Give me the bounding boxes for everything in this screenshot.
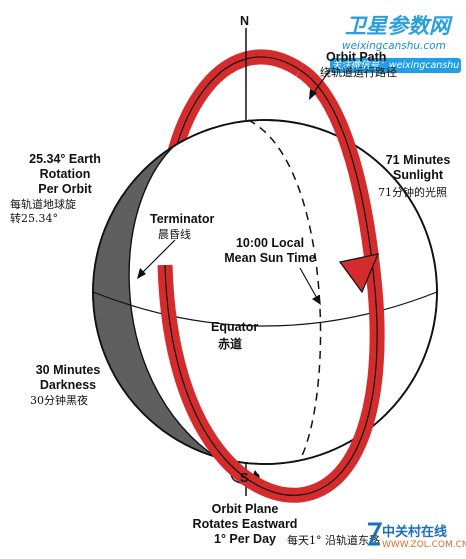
earth-rotation-label: 25.34° Earth Rotation Per Orbit	[29, 152, 101, 196]
earth-rotation-label-cn: 每轨道地球旋 转25.34°	[10, 198, 76, 225]
terminator-pointer	[139, 239, 176, 276]
sunlight-label: 71 Minutes Sunlight	[385, 153, 451, 182]
equator-label-cn: 赤道	[218, 337, 243, 351]
south-label: S	[240, 471, 249, 485]
orbit-path-pointer	[311, 69, 331, 96]
terminator-label-cn: 晨昏线	[158, 228, 191, 241]
equator-line	[92, 291, 438, 327]
darkness-label-cn: 30分钟黑夜	[30, 394, 88, 407]
orbit-direction-arrow	[338, 253, 379, 294]
sunlight-label-cn: 71分钟的光照	[378, 186, 447, 199]
orbit-ground-track-dashed	[247, 119, 322, 461]
equator-label: Equator	[211, 320, 259, 334]
orbit-plane-label-cn: 每天1° 沿轨道东移	[287, 534, 380, 547]
wechat-watermark: 关注微信号：weixingcanshu	[330, 58, 461, 73]
site-title-watermark: 卫星参数网	[345, 14, 450, 38]
brand-logo-icon	[367, 522, 382, 546]
local-time-label: 10:00 Local Mean Sun Time	[224, 236, 316, 265]
orbit-path-label-cn: 绕轨道运行路径	[320, 66, 397, 79]
north-label: N	[240, 14, 250, 28]
bottom-brand-watermark: 中关村在线 WWW.ZOL.COM.CN	[382, 525, 466, 550]
terminator-label: Terminator	[150, 212, 215, 226]
orbit-plane-label: Orbit Plane Rotates Eastward 1° Per Day	[192, 502, 298, 546]
orbit-path-label: Orbit Path	[326, 50, 387, 64]
darkness-label: 30 Minutes Darkness	[35, 363, 101, 392]
local-time-pointer	[299, 267, 319, 301]
site-url-watermark: weixingcanshu.com	[342, 40, 446, 52]
